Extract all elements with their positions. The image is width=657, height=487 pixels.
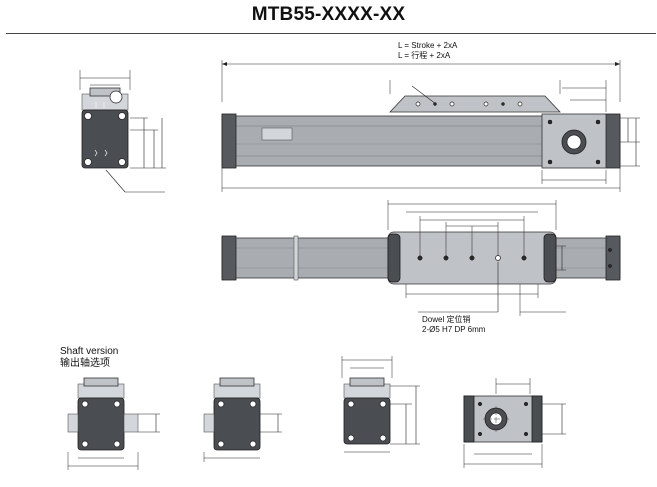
shaft-note-line2: 输出轴选项: [60, 356, 110, 369]
dowel-note-line2: 2-Ø5 H7 DP 6mm: [422, 325, 486, 334]
length-note-line2: L = 行程 + 2xA: [398, 50, 451, 60]
drawing-title: MTB55-XXXX-XX: [251, 4, 406, 25]
plan-view-bottom: [463, 378, 566, 468]
end-view-left: [79, 70, 166, 193]
end-view-bottom: [341, 356, 420, 453]
side-view-main: [221, 60, 640, 192]
shaft-note-line1: Shaft version: [60, 346, 118, 357]
shaft-view-2: [203, 377, 282, 462]
dowel-note-line1: Dowel 定位销: [422, 314, 470, 324]
top-view-main: [221, 200, 621, 316]
title-rule: [6, 33, 656, 34]
shaft-view-1: [67, 377, 160, 470]
length-note-line1: L = Stroke + 2xA: [398, 41, 458, 50]
